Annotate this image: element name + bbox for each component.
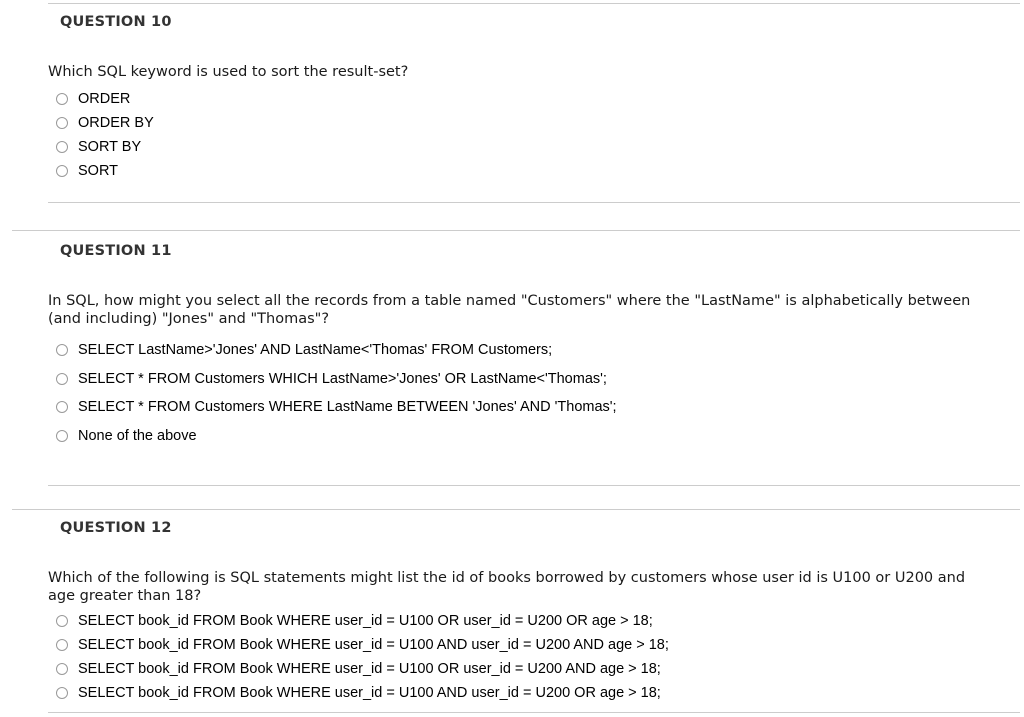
divider-question-10-inner xyxy=(48,202,1020,203)
radio-button-icon[interactable] xyxy=(56,372,68,385)
radio-button-icon[interactable] xyxy=(56,141,68,153)
answer-option[interactable]: SELECT * FROM Customers WHERE LastName B… xyxy=(56,393,1024,422)
answer-options-11: SELECT LastName>'Jones' AND LastName<'Th… xyxy=(0,336,1024,450)
answer-option[interactable]: SELECT * FROM Customers WHICH LastName>'… xyxy=(56,365,1024,394)
divider-question-11-inner xyxy=(48,485,1020,486)
radio-button-icon[interactable] xyxy=(56,429,68,442)
question-block-10: QUESTION 10 Which SQL keyword is used to… xyxy=(0,12,1024,183)
answer-option-label: SELECT LastName>'Jones' AND LastName<'Th… xyxy=(78,342,553,358)
radio-button-icon[interactable] xyxy=(56,615,68,627)
divider-bottom xyxy=(48,712,1020,713)
answer-option[interactable]: SELECT book_id FROM Book WHERE user_id =… xyxy=(56,609,1024,633)
answer-option[interactable]: SORT BY xyxy=(56,135,1024,159)
answer-option[interactable]: SELECT book_id FROM Book WHERE user_id =… xyxy=(56,633,1024,657)
answer-option[interactable]: SELECT LastName>'Jones' AND LastName<'Th… xyxy=(56,336,1024,365)
answer-option-label: ORDER BY xyxy=(78,115,154,131)
answer-option-label: SORT xyxy=(78,163,119,179)
question-heading-12: QUESTION 12 xyxy=(60,520,172,536)
radio-button-icon[interactable] xyxy=(56,344,68,356)
answer-option[interactable]: SELECT book_id FROM Book WHERE user_id =… xyxy=(56,657,1024,681)
radio-button-icon[interactable] xyxy=(56,663,68,675)
answer-options-12: SELECT book_id FROM Book WHERE user_id =… xyxy=(0,609,1024,705)
answer-options-10: ORDER ORDER BY SORT BY SORT xyxy=(0,87,1024,183)
answer-option-label: SELECT book_id FROM Book WHERE user_id =… xyxy=(78,613,653,629)
question-heading-10: QUESTION 10 xyxy=(60,14,172,30)
answer-option-label: SORT BY xyxy=(78,139,142,155)
radio-button-icon[interactable] xyxy=(56,165,68,177)
answer-option[interactable]: SELECT book_id FROM Book WHERE user_id =… xyxy=(56,681,1024,705)
answer-option-label: ORDER xyxy=(78,91,131,107)
answer-option-label: SELECT book_id FROM Book WHERE user_id =… xyxy=(78,637,669,653)
answer-option[interactable]: ORDER xyxy=(56,87,1024,111)
question-text-10: Which SQL keyword is used to sort the re… xyxy=(48,64,409,80)
radio-button-icon[interactable] xyxy=(56,401,68,413)
answer-option-label: SELECT book_id FROM Book WHERE user_id =… xyxy=(78,685,661,701)
answer-option[interactable]: ORDER BY xyxy=(56,111,1024,135)
radio-button-icon[interactable] xyxy=(56,93,68,105)
question-text-11: In SQL, how might you select all the rec… xyxy=(48,293,971,327)
answer-option[interactable]: None of the above xyxy=(56,422,1024,451)
answer-option-label: SELECT * FROM Customers WHERE LastName B… xyxy=(78,399,617,415)
answer-option-label: None of the above xyxy=(78,427,197,444)
divider-question-10-outer xyxy=(12,230,1020,231)
radio-button-icon[interactable] xyxy=(56,117,68,129)
radio-button-icon[interactable] xyxy=(56,639,68,651)
question-text-12: Which of the following is SQL statements… xyxy=(48,570,966,604)
divider-top xyxy=(48,3,1020,4)
question-heading-11: QUESTION 11 xyxy=(60,243,172,259)
question-block-12: QUESTION 12 Which of the following is SQ… xyxy=(0,518,1024,705)
divider-question-11-outer xyxy=(12,509,1020,510)
question-block-11: QUESTION 11 In SQL, how might you select… xyxy=(0,241,1024,450)
answer-option[interactable]: SORT xyxy=(56,159,1024,183)
radio-button-icon[interactable] xyxy=(56,687,68,699)
answer-option-label: SELECT book_id FROM Book WHERE user_id =… xyxy=(78,661,661,677)
answer-option-label: SELECT * FROM Customers WHICH LastName>'… xyxy=(78,370,607,387)
